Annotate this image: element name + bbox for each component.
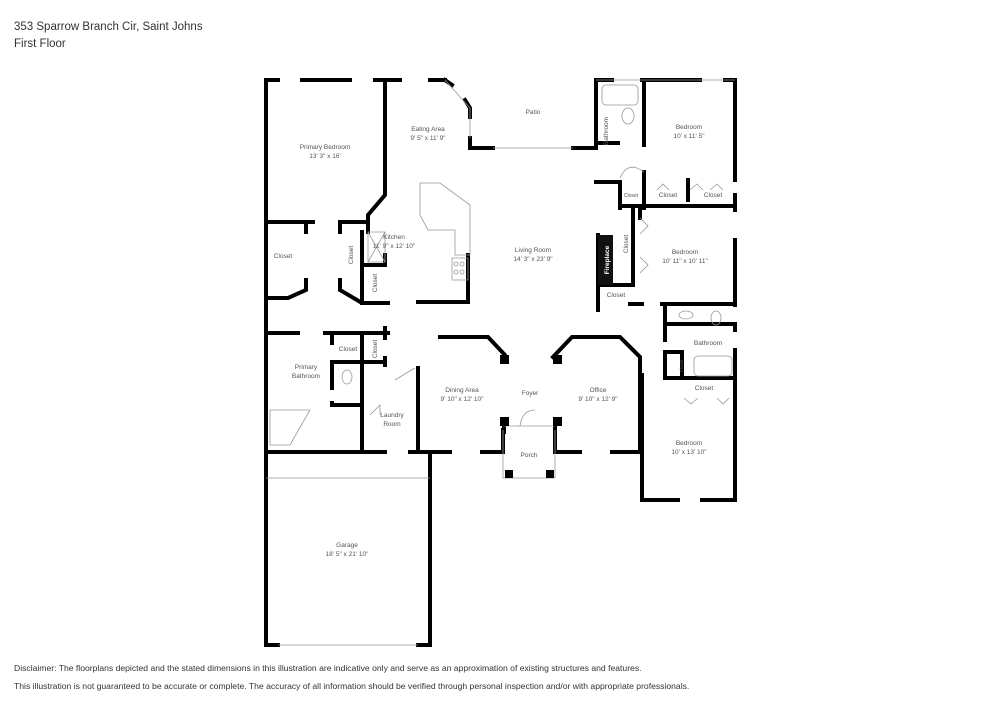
room-closet-center: Closet — [348, 246, 355, 265]
room-laundry-line2: Room — [383, 421, 400, 428]
room-primary-bedroom: Primary Bedroom — [300, 144, 351, 151]
thin-lines — [266, 79, 735, 646]
column-post — [500, 417, 509, 426]
room-eating-area-dims: 9' 5" x 11' 9" — [410, 135, 446, 142]
room-dining-area-dims: 9' 10" x 12' 10" — [441, 396, 485, 403]
room-laundry: Laundry — [380, 412, 404, 419]
room-bathroom-right: Bathroom — [694, 340, 722, 347]
room-kitchen-dims: 11' 9" x 12' 10" — [373, 243, 416, 250]
room-bedroom-bottom: Bedroom — [676, 440, 702, 447]
column-post — [500, 355, 509, 364]
room-closet-left: Closet — [274, 253, 293, 260]
fireplace-block — [598, 235, 613, 285]
room-bathroom-top: Bathroom — [603, 117, 610, 145]
disclaimer-line-1: Disclaimer: The floorplans depicted and … — [14, 663, 642, 673]
room-primary-bedroom-dims: 13' 3" x 16' — [309, 153, 341, 160]
room-closet-mid: Closet — [623, 235, 630, 254]
room-primary-bathroom-line2: Bathroom — [292, 373, 320, 380]
room-foyer: Foyer — [522, 390, 539, 397]
disclaimer-line-2: This illustration is not guaranteed to b… — [14, 681, 690, 691]
room-closet-k: Closet — [372, 274, 379, 293]
property-address: 353 Sparrow Branch Cir, Saint Johns — [14, 21, 203, 33]
room-fireplace: Fireplace — [604, 245, 611, 274]
room-garage: Garage — [336, 542, 358, 549]
room-living-room-dims: 14' 3" x 23' 9" — [513, 256, 553, 263]
room-closet-b: Closet — [704, 192, 723, 199]
room-bedroom-bottom-dims: 10' x 13' 10" — [671, 449, 707, 456]
room-labels: Primary Bedroom 13' 3" x 16' Eating Area… — [274, 109, 723, 558]
room-bedroom-top-dims: 10' x 11' 5" — [673, 133, 705, 140]
column-post — [553, 417, 562, 426]
walls — [264, 77, 737, 647]
room-bedroom-top: Bedroom — [676, 124, 702, 131]
porch-post — [505, 470, 513, 478]
room-garage-dims: 18' 5" x 21' 10" — [326, 551, 370, 558]
room-kitchen: Kitchen — [383, 234, 405, 241]
room-closet-pb: Closet — [339, 346, 358, 353]
room-closet-a: Closet — [659, 192, 678, 199]
room-closet-br: Closet — [695, 385, 714, 392]
room-bedroom-mid-dims: 10' 11" x 10' 11" — [662, 258, 708, 265]
room-office-dims: 9' 10" x 12' 9" — [578, 396, 618, 403]
room-patio: Patio — [526, 109, 541, 116]
room-closet-small: Closet — [624, 193, 639, 199]
room-closet-pb2: Closet — [372, 340, 379, 359]
room-bedroom-mid: Bedroom — [672, 249, 698, 256]
room-living-room: Living Room — [515, 247, 551, 254]
column-post — [553, 355, 562, 364]
floor-label: First Floor — [14, 38, 66, 50]
room-closet-fire: Closet — [607, 292, 626, 299]
room-office: Office — [590, 387, 607, 394]
room-primary-bathroom: Primary — [295, 364, 318, 371]
room-dining-area: Dining Area — [445, 387, 479, 394]
room-closet-tiny: Closet — [679, 359, 684, 373]
room-porch: Porch — [521, 452, 538, 459]
room-eating-area: Eating Area — [411, 126, 445, 133]
porch-post — [546, 470, 554, 478]
